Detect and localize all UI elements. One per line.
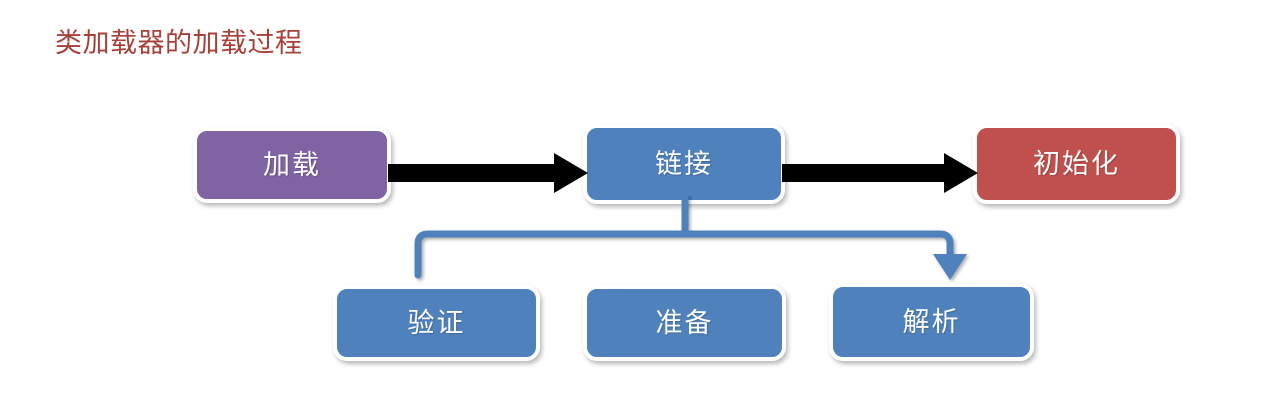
process-node-load-label: 加载 bbox=[263, 150, 321, 180]
arrow-link-to-init bbox=[782, 153, 978, 193]
process-node-link[interactable]: 链接 bbox=[583, 124, 785, 204]
process-node-link-label: 链接 bbox=[655, 149, 713, 179]
page-title: 类加载器的加载过程 bbox=[55, 28, 303, 58]
process-node-resolve-label: 解析 bbox=[902, 307, 961, 337]
process-node-prepare-label: 准备 bbox=[655, 308, 714, 338]
process-node-verify[interactable]: 验证 bbox=[333, 285, 540, 361]
process-node-verify-label: 验证 bbox=[407, 308, 466, 338]
process-node-resolve[interactable]: 解析 bbox=[829, 283, 1034, 361]
process-node-init[interactable]: 初始化 bbox=[973, 124, 1180, 204]
process-node-prepare[interactable]: 准备 bbox=[583, 285, 786, 361]
arrow-load-to-link bbox=[388, 153, 588, 193]
branch-connector-link-to-substeps bbox=[400, 196, 980, 296]
process-node-init-label: 初始化 bbox=[1033, 149, 1120, 179]
process-node-load[interactable]: 加载 bbox=[193, 127, 391, 203]
